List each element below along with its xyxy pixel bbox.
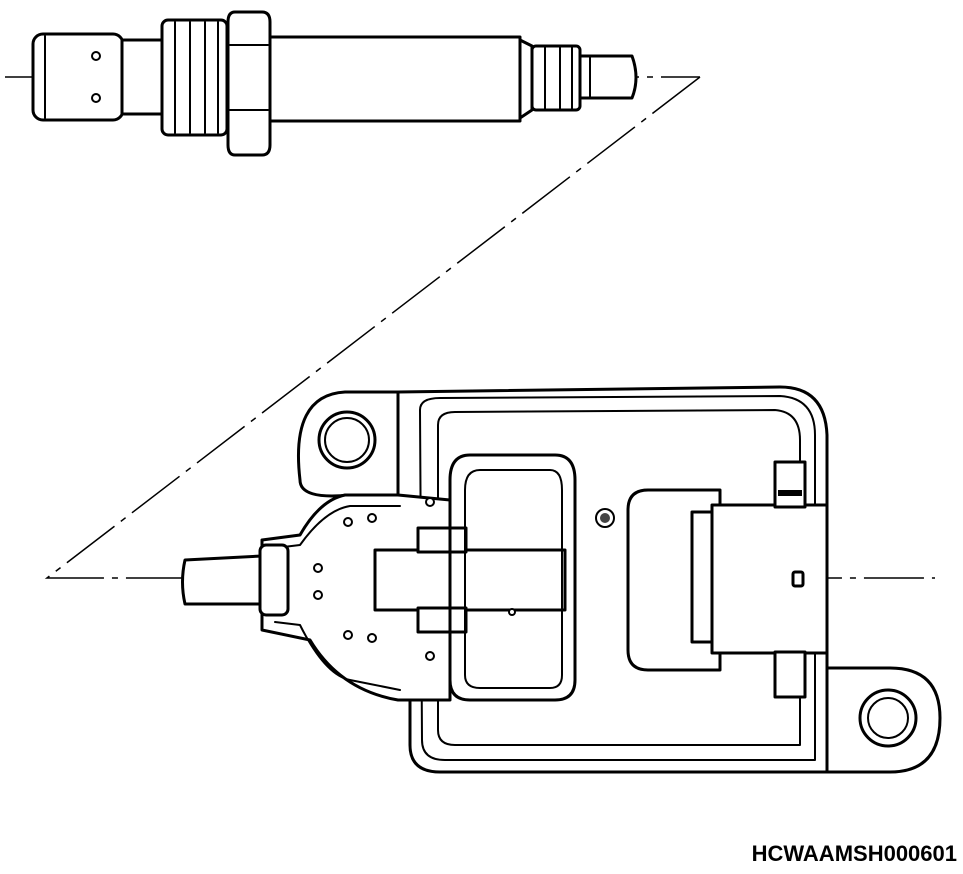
connector-socket xyxy=(626,488,722,672)
probe-tip xyxy=(31,32,125,122)
module-cable xyxy=(181,554,264,606)
mounting-hole-left xyxy=(317,410,377,470)
indicator-dot-core xyxy=(600,513,610,523)
sensor-probe xyxy=(5,10,700,157)
connector-tab-mark xyxy=(778,490,802,496)
cable-flange xyxy=(260,493,452,702)
flange-rivet xyxy=(425,497,435,507)
housing-rim xyxy=(419,395,816,761)
connector-pin xyxy=(791,570,805,588)
flange-rivet xyxy=(343,517,353,527)
bracket-clip-top xyxy=(416,526,468,554)
probe-ring xyxy=(120,38,164,116)
connector-tab-top xyxy=(773,460,807,509)
bracket-clip-bottom xyxy=(416,606,468,634)
flange-rivet xyxy=(367,633,377,643)
module-window-left xyxy=(448,453,577,702)
flange-rivet xyxy=(313,590,323,600)
flange-rivet xyxy=(343,630,353,640)
probe-hex-nut xyxy=(226,10,272,157)
figure-code-label: HCWAAMSH000601 xyxy=(751,841,957,866)
connector-tab-bottom xyxy=(773,650,807,699)
center-bracket xyxy=(373,548,567,612)
flange-rivet xyxy=(313,563,323,573)
probe-body xyxy=(268,35,522,123)
module-cable-grommet xyxy=(258,543,290,617)
flange-rivet xyxy=(367,513,377,523)
window-dot xyxy=(508,608,516,616)
housing-inner xyxy=(437,409,801,746)
sensor-control-module xyxy=(181,385,942,774)
probe-vent-hole-lower xyxy=(91,93,101,103)
probe-vent-hole-upper xyxy=(91,51,101,61)
flange-rivet xyxy=(425,651,435,661)
connector-plug xyxy=(710,503,829,655)
probe-cable xyxy=(578,54,638,100)
